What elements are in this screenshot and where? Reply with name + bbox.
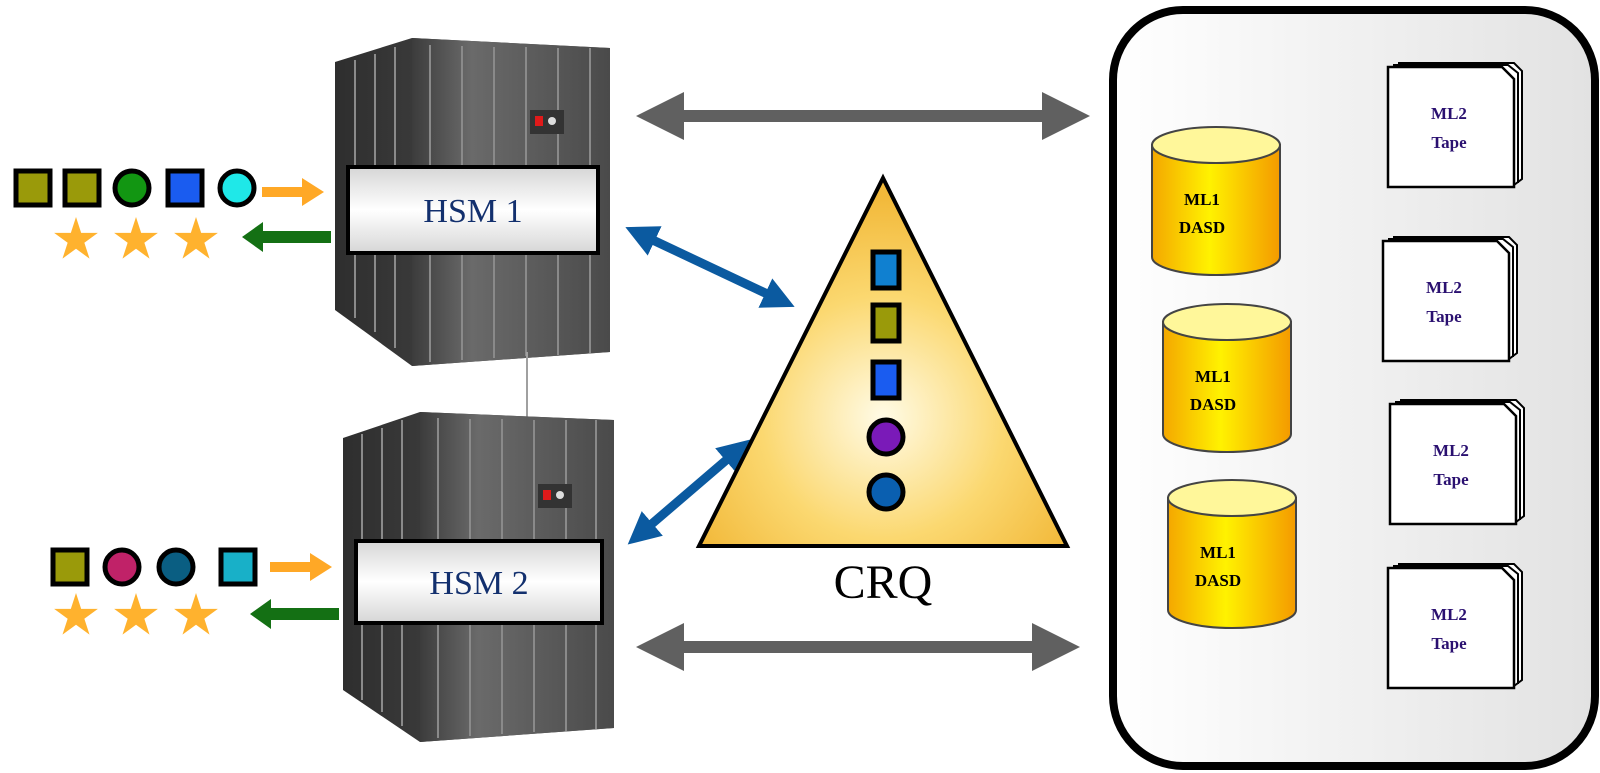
hsm2-label: HSM 2	[429, 565, 528, 602]
hsm2-request-items	[50, 547, 258, 587]
hsm2-result-star-1	[54, 593, 98, 635]
queue-item-1	[870, 249, 902, 291]
hsm2-request-item-3	[156, 547, 196, 587]
queue-item-4	[866, 417, 906, 457]
hsm2-result-star-2	[114, 593, 158, 635]
hsm1-inbound-arrow	[262, 178, 324, 206]
hsm2-request-item-2	[102, 547, 142, 587]
ml1-dasd-label-line1: ML1	[1184, 190, 1220, 209]
hsm1-request-item-4	[165, 168, 205, 208]
ml1-dasd-label-line2: DASD	[1179, 218, 1225, 237]
hsm2-inbound-arrow	[270, 553, 332, 581]
hsm1-request-item-2	[62, 168, 102, 208]
ml2-tape-label-line1: ML2	[1431, 104, 1467, 123]
hsm1-request-item-5	[217, 168, 257, 208]
queue-item-3	[870, 359, 902, 401]
queue-item-5	[866, 472, 906, 512]
crq-label: CRQ	[834, 556, 933, 609]
ml1-dasd-label-line1: ML1	[1200, 543, 1236, 562]
hsm1-result-stars	[54, 217, 218, 259]
hsm2-result-stars	[54, 593, 218, 635]
ml1-dasd-label-line1: ML1	[1195, 367, 1231, 386]
hsm1-label-box: HSM 1	[346, 165, 600, 255]
ml2-tape-label-line2: Tape	[1431, 133, 1467, 152]
ml2-tape-label-line1: ML2	[1433, 441, 1469, 460]
ml1-dasd-label-line2: DASD	[1190, 395, 1236, 414]
ml2-tape-label-line2: Tape	[1433, 470, 1469, 489]
hsm2-request-item-4	[218, 547, 258, 587]
queue-items	[866, 249, 906, 512]
hsm1-request-item-3	[112, 168, 152, 208]
hsm1-request-items	[13, 168, 257, 208]
ml2-tape-label-line1: ML2	[1431, 605, 1467, 624]
hsm1-result-star-3	[174, 217, 218, 259]
hsm2-outbound-arrow	[250, 599, 339, 629]
hsm1-label: HSM 1	[423, 193, 522, 230]
hsm2-request-item-1	[50, 547, 90, 587]
ml2-tape-label-line1: ML2	[1426, 278, 1462, 297]
queue-item-2	[870, 302, 902, 344]
hsm1-crq-link	[625, 226, 795, 308]
hsm2-result-star-3	[174, 593, 218, 635]
hsm2-label-box: HSM 2	[354, 539, 604, 625]
hsm1-request-item-1	[13, 168, 53, 208]
hsm1-outbound-arrow	[242, 222, 331, 252]
ml2-tape-label-line2: Tape	[1431, 634, 1467, 653]
ml2-tape-label-line2: Tape	[1426, 307, 1462, 326]
hsm1-result-star-1	[54, 217, 98, 259]
hsm1-result-star-2	[114, 217, 158, 259]
ml1-dasd-label-line2: DASD	[1195, 571, 1241, 590]
hsm2-crq-link	[627, 439, 751, 545]
